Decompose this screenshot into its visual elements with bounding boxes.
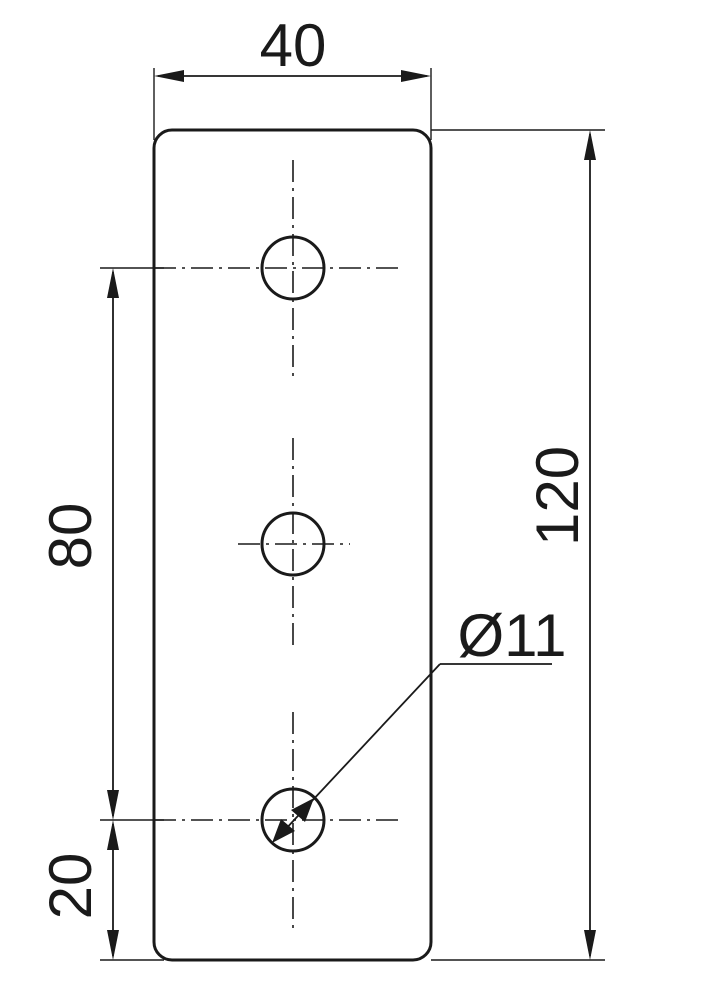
hole-middle <box>260 511 326 577</box>
dimension-spacing-label: 80 <box>37 503 104 570</box>
arrow-spacing-top <box>107 268 119 298</box>
arrow-diameter-upper <box>291 798 314 822</box>
dimension-height-label: 120 <box>524 446 591 546</box>
arrow-height-bottom <box>584 930 596 960</box>
arrow-diameter-lower <box>272 819 295 843</box>
dimension-width-label: 40 <box>260 12 327 79</box>
dimension-offset-label: 20 <box>37 853 104 920</box>
arrow-spacing-bottom <box>107 790 119 820</box>
arrow-height-top <box>584 130 596 160</box>
hole-top <box>260 235 326 301</box>
arrow-width-right <box>401 70 431 82</box>
arrow-width-left <box>154 70 184 82</box>
arrow-offset-bottom <box>107 930 119 960</box>
hole-bottom <box>260 787 326 853</box>
arrow-offset-top <box>107 820 119 850</box>
dimension-diameter-label: Ø11 <box>458 602 567 669</box>
plate-outline <box>152 128 433 962</box>
